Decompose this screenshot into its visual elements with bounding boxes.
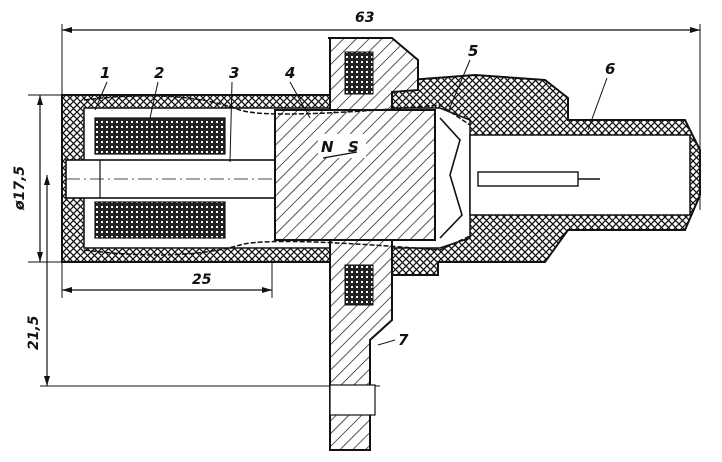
callout-4: 4 bbox=[284, 64, 295, 82]
contact-terminal bbox=[439, 117, 600, 239]
pole-piece bbox=[65, 159, 280, 199]
callout-6: 6 bbox=[605, 60, 615, 78]
callout-7: 7 bbox=[398, 331, 409, 349]
callouts: 1 2 3 4 5 6 7 bbox=[94, 42, 615, 349]
magnet-pole-south: S bbox=[348, 138, 359, 156]
offset-label: 21,5 bbox=[26, 315, 42, 350]
coil-winding bbox=[94, 117, 226, 239]
callout-2: 2 bbox=[154, 64, 164, 82]
diameter-dimension: ø17,5 bbox=[12, 94, 66, 263]
callout-1: 1 bbox=[100, 64, 110, 82]
diameter-label: ø17,5 bbox=[12, 166, 28, 211]
magnet-pole-north: N bbox=[321, 138, 334, 156]
overall-length-label: 63 bbox=[355, 10, 374, 26]
overall-length-dimension: 63 bbox=[61, 10, 701, 210]
callout-5: 5 bbox=[468, 42, 478, 60]
offset-dimension: 21,5 bbox=[26, 175, 380, 387]
magnet: N S bbox=[274, 109, 436, 241]
length-25-label: 25 bbox=[192, 272, 212, 288]
callout-3: 3 bbox=[229, 64, 239, 82]
